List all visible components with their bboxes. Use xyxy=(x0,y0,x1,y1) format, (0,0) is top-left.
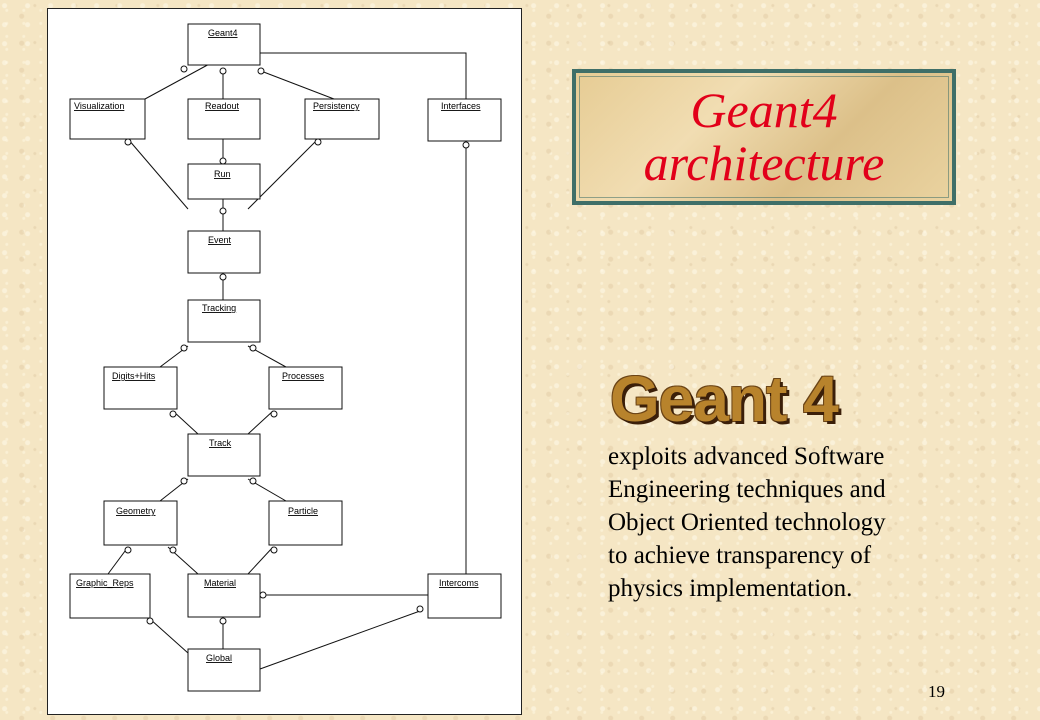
module-readout: Readout xyxy=(187,98,261,140)
module-label: Particle xyxy=(288,506,318,516)
module-digits-hits: Digits+Hits xyxy=(103,366,178,410)
link-geant4-persistency xyxy=(260,70,335,100)
module-material: Material xyxy=(187,573,261,618)
description-line: to achieve transparency of xyxy=(608,542,872,569)
link-graphic-reps-global xyxy=(149,618,189,654)
module-geometry: Geometry xyxy=(103,500,178,546)
module-processes: Processes xyxy=(268,366,343,410)
knob xyxy=(124,138,132,146)
knob xyxy=(146,617,154,625)
module-label: Readout xyxy=(205,101,240,111)
knob xyxy=(219,157,227,165)
link-processes-track xyxy=(247,410,274,435)
knob xyxy=(180,477,188,485)
architecture-diagram: Geant4 Visualization Readout Persistency… xyxy=(47,8,522,715)
link-digits-track xyxy=(172,410,199,435)
link-geant4-interfaces xyxy=(260,52,467,99)
knob xyxy=(270,546,278,554)
module-run: Run xyxy=(187,163,261,200)
description-line: exploits advanced Software xyxy=(608,443,885,470)
module-tracking: Tracking xyxy=(187,299,261,343)
title-line-1: Geant4 xyxy=(690,82,838,138)
module-label: Run xyxy=(214,169,231,179)
module-label: Interfaces xyxy=(441,101,481,111)
module-label: Track xyxy=(209,438,232,448)
title-line-2: architecture xyxy=(643,135,885,191)
module-label: Graphic_Reps xyxy=(76,578,134,588)
knob xyxy=(169,546,177,554)
knob xyxy=(219,67,227,75)
link-geant4-visualization-b xyxy=(144,61,214,100)
module-label: Processes xyxy=(282,371,325,381)
knob xyxy=(169,410,177,418)
knob xyxy=(219,273,227,281)
knob xyxy=(259,591,267,599)
knob xyxy=(249,344,257,352)
module-intercoms: Intercoms xyxy=(427,573,502,619)
description-text: exploits advanced Software Engineering t… xyxy=(608,440,978,605)
module-interfaces: Interfaces xyxy=(427,98,502,142)
knob xyxy=(180,344,188,352)
knob xyxy=(314,138,322,146)
logo-text: Geant 4 xyxy=(610,363,839,435)
module-label: Persistency xyxy=(313,101,360,111)
module-graphic-reps: Graphic_Reps xyxy=(69,573,151,619)
description-line: Object Oriented technology xyxy=(608,509,886,536)
diagram-canvas: Geant4 Visualization Readout Persistency… xyxy=(69,23,502,692)
knob xyxy=(416,605,424,613)
link-particle-material xyxy=(247,546,274,575)
module-track: Track xyxy=(187,433,261,477)
module-particle: Particle xyxy=(268,500,343,546)
description-line: physics implementation. xyxy=(608,575,853,602)
module-label: Material xyxy=(204,578,236,588)
knob xyxy=(257,67,265,75)
knob xyxy=(219,207,227,215)
knob xyxy=(180,65,188,73)
module-label: Digits+Hits xyxy=(112,371,156,381)
geant4-logo: Geant 4 xyxy=(610,362,839,436)
module-geant4: Geant4 xyxy=(187,23,261,66)
page-number: 19 xyxy=(928,682,945,701)
module-label: Global xyxy=(206,653,232,663)
knob xyxy=(249,477,257,485)
knob xyxy=(124,546,132,554)
slide-title: Geant4 architecture xyxy=(644,84,885,190)
title-frame: Geant4 architecture xyxy=(572,69,956,205)
link-visualization-event xyxy=(127,138,189,210)
module-label: Geometry xyxy=(116,506,156,516)
module-event: Event xyxy=(187,230,261,274)
diagram-connections xyxy=(107,45,467,670)
module-global: Global xyxy=(187,648,261,692)
module-persistency: Persistency xyxy=(304,98,380,140)
module-label: Visualization xyxy=(74,101,124,111)
knob xyxy=(219,617,227,625)
knob xyxy=(462,141,470,149)
knob xyxy=(270,410,278,418)
module-label: Intercoms xyxy=(439,578,479,588)
module-label: Geant4 xyxy=(208,28,238,38)
module-visualization: Visualization xyxy=(69,98,146,140)
module-label: Tracking xyxy=(202,303,236,313)
link-geometry-graphic-reps xyxy=(107,546,129,575)
module-label: Event xyxy=(208,235,232,245)
link-intercoms-global xyxy=(259,610,421,670)
description-line: Engineering techniques and xyxy=(608,476,886,503)
